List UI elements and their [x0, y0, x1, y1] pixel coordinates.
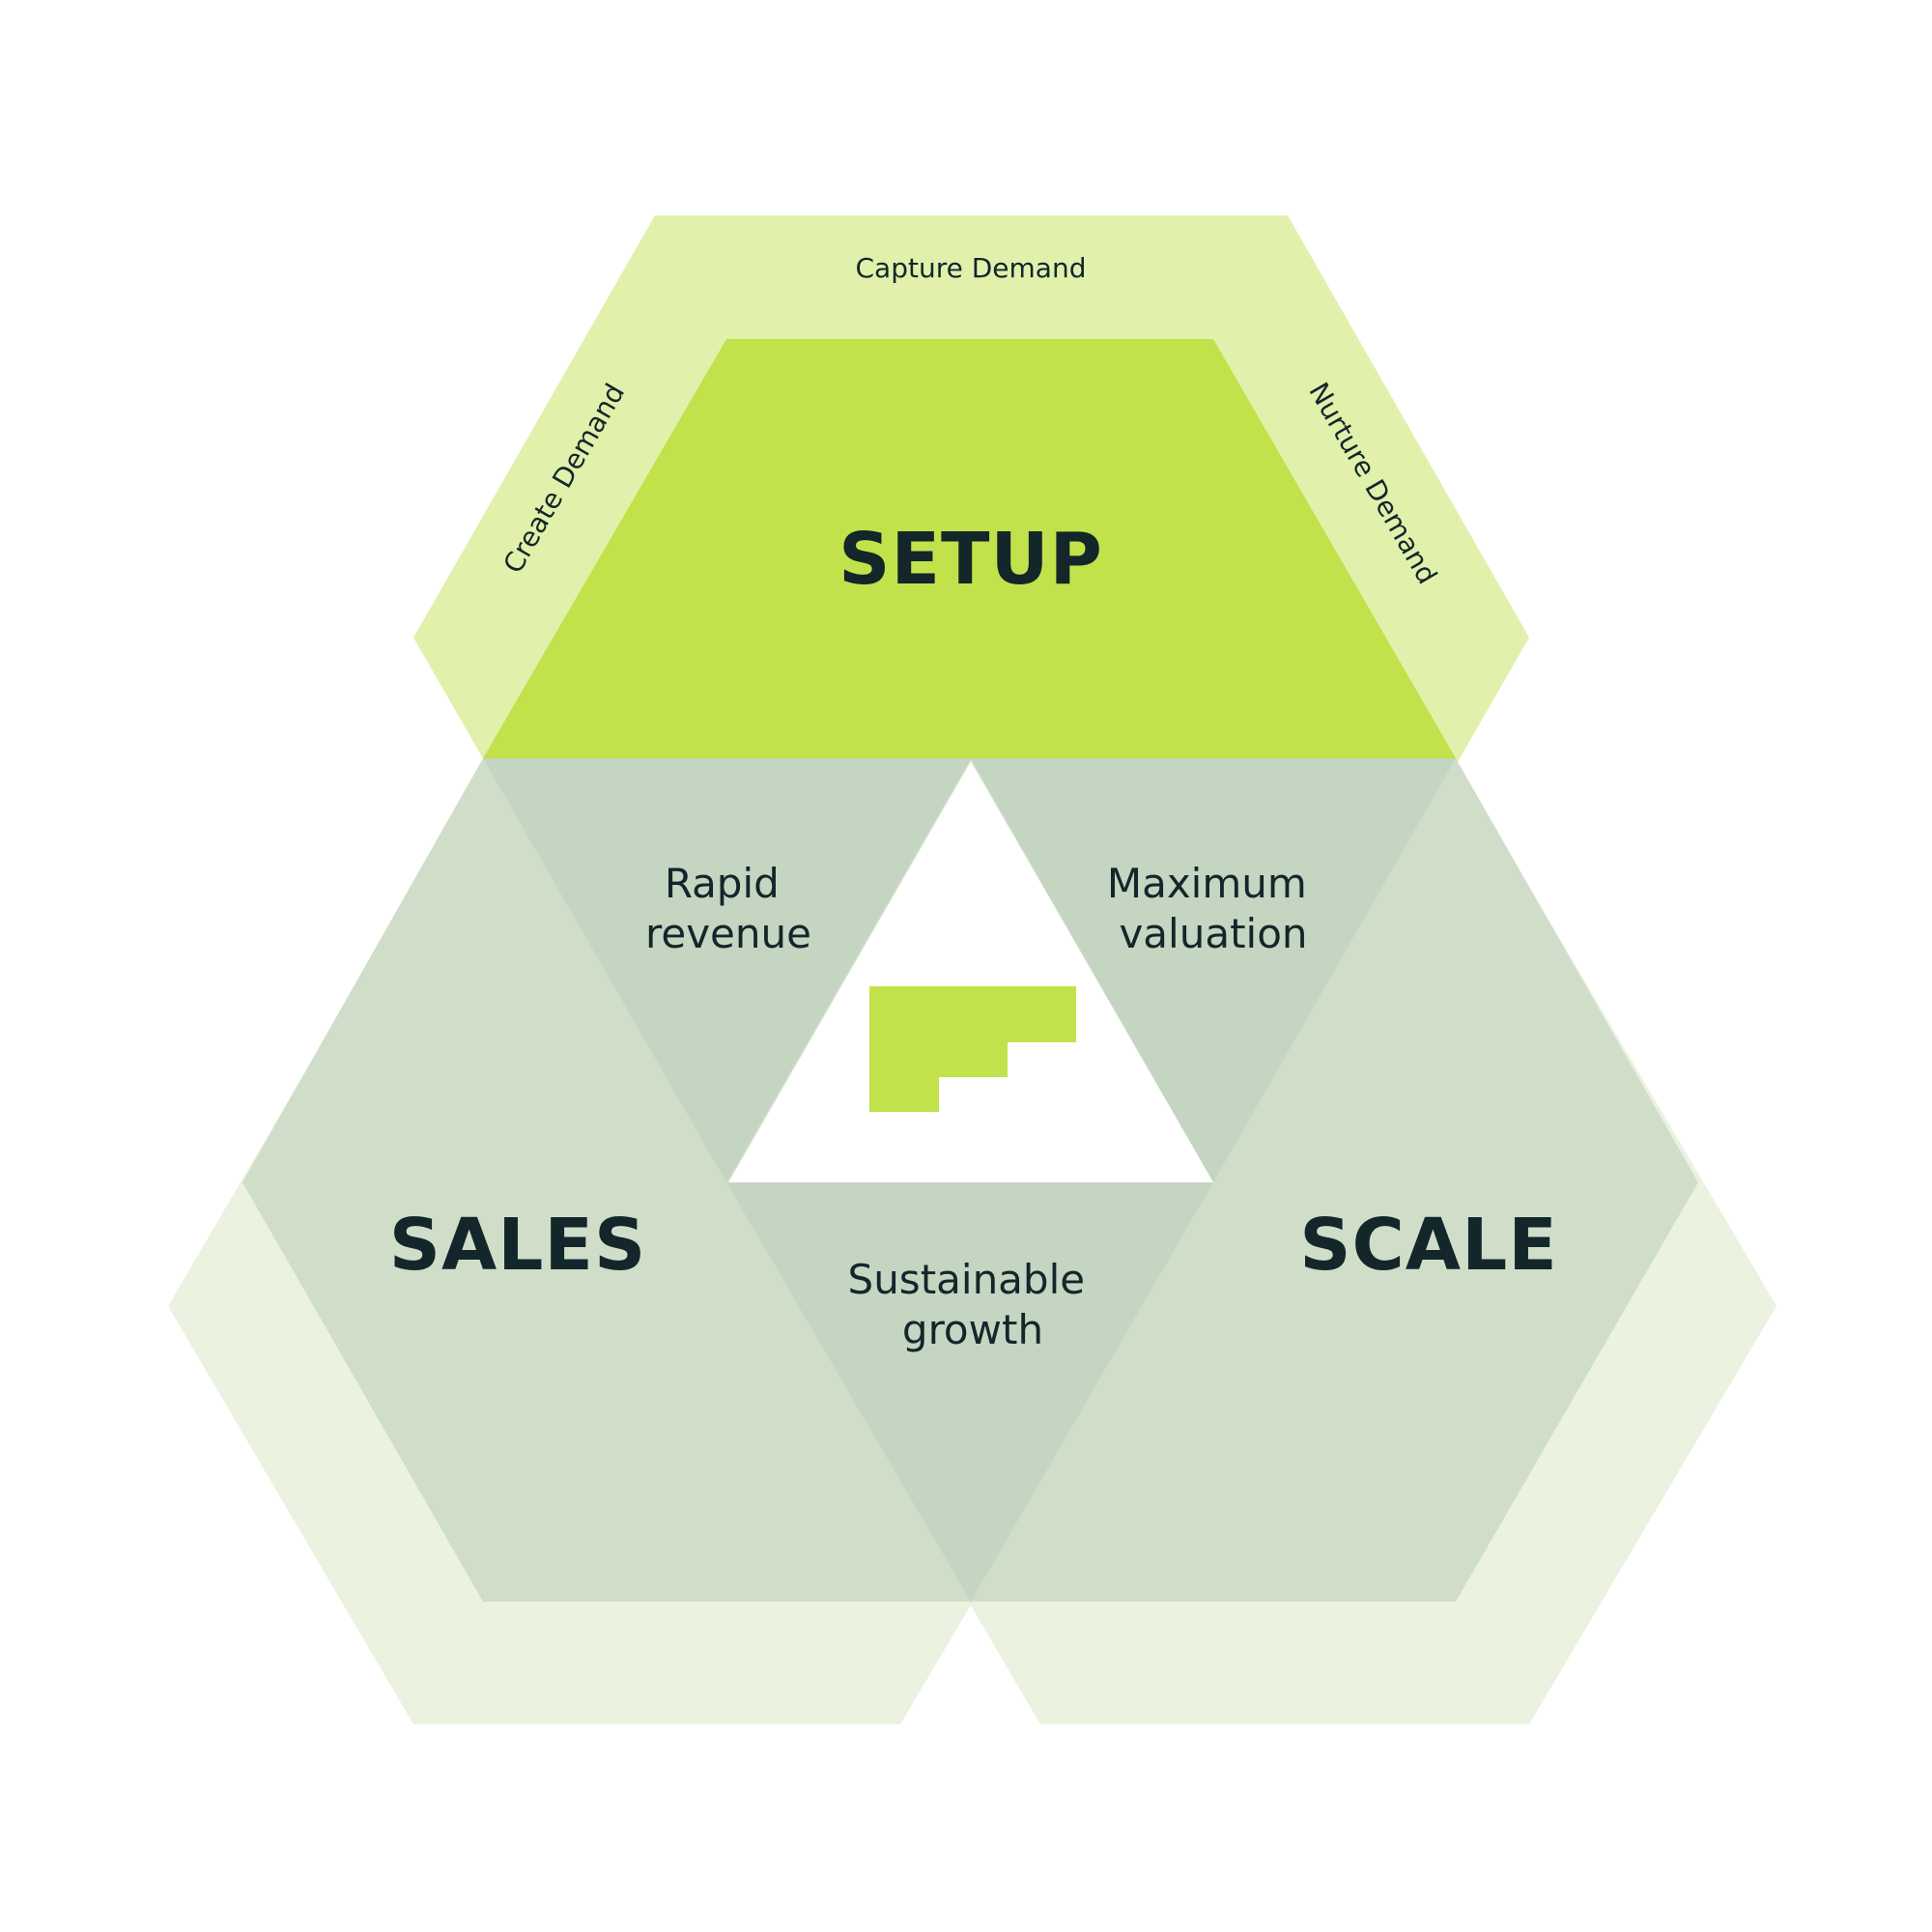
center-triangle [728, 761, 1213, 1182]
overlap-label-line: Rapid [665, 860, 780, 907]
overlap-label-line: Maximum [1107, 860, 1307, 907]
setup-inner-trapezoid [483, 339, 1456, 758]
overlap-label-setup-scale: Maximum valuation [1107, 860, 1320, 957]
ring-label-top: Capture Demand [856, 252, 1087, 284]
overlap-label-line: growth [902, 1306, 1043, 1353]
overlap-sales-scale [726, 1182, 1213, 1602]
sales-title: SALES [389, 1204, 647, 1287]
overlap-setup-scale [971, 758, 1456, 1182]
overlap-label-sales-scale: Sustainable growth [848, 1256, 1098, 1353]
setup-title: SETUP [838, 518, 1103, 601]
overlap-label-line: Sustainable [848, 1256, 1086, 1303]
overlap-label-line: valuation [1119, 910, 1307, 957]
overlap-label-setup-sales: Rapid revenue [645, 860, 811, 957]
scale-title: SCALE [1299, 1204, 1558, 1287]
overlap-label-line: revenue [645, 910, 811, 957]
overlap-setup-sales [483, 758, 971, 1182]
stair-step-logo-icon [869, 986, 1076, 1112]
